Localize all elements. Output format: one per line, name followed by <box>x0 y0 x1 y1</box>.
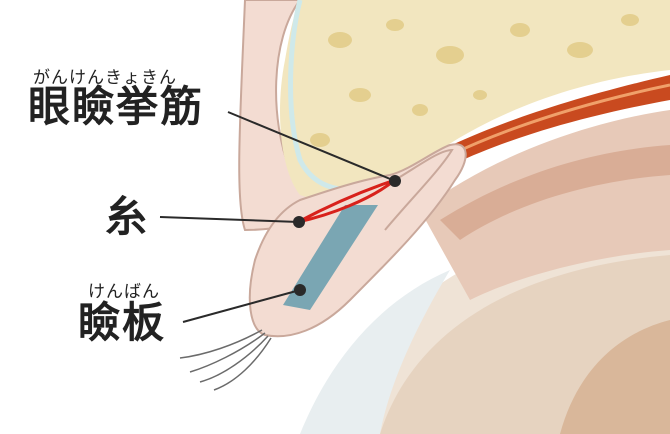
leader-dot <box>389 175 401 187</box>
eyelid-inner-fold <box>384 148 454 231</box>
levator-muscle <box>390 75 670 190</box>
leader-dot <box>293 216 305 228</box>
tarsus-plate <box>283 205 378 310</box>
iris <box>560 320 670 434</box>
bone-spots <box>310 14 639 147</box>
leader-thread <box>159 216 300 223</box>
tarsus-label: 瞼板 <box>78 298 167 347</box>
levator-ruby: がんけんきょきん <box>33 68 177 88</box>
leader-tarsus <box>182 289 301 323</box>
thread-label: 糸 <box>105 192 150 241</box>
muscle-band-lower <box>440 145 670 240</box>
tarsus-ruby: けんばん <box>88 282 160 302</box>
eyelashes <box>179 329 272 391</box>
leader-levator <box>227 111 396 182</box>
cornea <box>300 270 450 434</box>
leader-dot <box>294 284 306 296</box>
levator-label: 眼瞼挙筋 <box>28 82 205 131</box>
